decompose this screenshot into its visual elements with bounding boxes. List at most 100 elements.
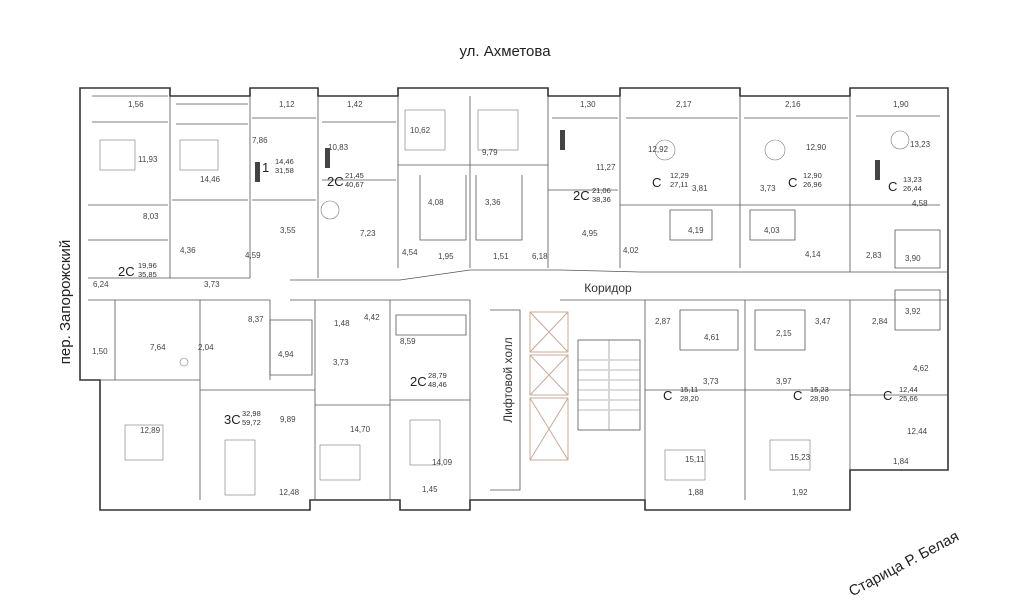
room-area: 4,61 <box>704 333 720 342</box>
room-area: 11,27 <box>596 163 616 172</box>
room-area: 12,90 <box>806 143 827 152</box>
room-area: 3,36 <box>485 198 501 207</box>
svg-text:28,90: 28,90 <box>810 394 829 403</box>
apartment-a3: 2С 21,45 40,67 <box>327 171 364 189</box>
svg-text:27,11: 27,11 <box>670 180 688 189</box>
svg-text:12,90: 12,90 <box>803 171 822 180</box>
room-area: 4,14 <box>805 250 821 259</box>
svg-text:2С: 2С <box>118 264 135 279</box>
room-area: 3,73 <box>703 377 719 386</box>
room-area: 12,92 <box>648 145 669 154</box>
svg-text:3С: 3С <box>224 412 241 427</box>
room-area: 8,03 <box>143 212 159 221</box>
room-area: 15,11 <box>685 455 705 464</box>
apartment-a11: С 15,23 28,90 <box>793 385 829 403</box>
room-area: 1,84 <box>893 457 909 466</box>
room-area: 4,19 <box>688 226 704 235</box>
apartment-a6: С 12,90 26,96 <box>788 171 822 190</box>
apartment-a1: 2С 19,96 35,85 <box>118 261 157 279</box>
furniture <box>99 109 910 496</box>
room-area: 8,37 <box>248 315 264 324</box>
apartment-a7: С 13,23 26,44 <box>888 175 922 194</box>
svg-text:С: С <box>793 388 802 403</box>
room-area: 15,23 <box>790 453 811 462</box>
room-area: 4,95 <box>582 229 598 238</box>
room-area: 4,42 <box>364 313 380 322</box>
street-bottom-right-label: Старица Р. Белая <box>846 528 962 600</box>
svg-text:48,46: 48,46 <box>428 380 447 389</box>
room-area: 7,23 <box>360 229 376 238</box>
room-area: 3,97 <box>776 377 792 386</box>
room-area: 4,03 <box>764 226 780 235</box>
room-area: 1,45 <box>422 485 438 494</box>
svg-text:28,79: 28,79 <box>428 371 447 380</box>
room-area: 10,83 <box>328 143 349 152</box>
svg-text:2С: 2С <box>573 188 590 203</box>
room-area: 1,12 <box>279 100 295 109</box>
room-area: 3,55 <box>280 226 296 235</box>
outer-walls <box>79 87 949 511</box>
street-left-label: пер. Запорожский <box>57 240 74 364</box>
room-area: 4,54 <box>402 248 418 257</box>
apartment-a9: 2С 28,79 48,46 <box>410 371 447 389</box>
room-area: 1,48 <box>334 319 350 328</box>
svg-text:31,58: 31,58 <box>275 166 294 175</box>
street-top-label: ул. Ахметова <box>459 43 551 60</box>
room-area: 13,23 <box>910 140 931 149</box>
svg-text:12,29: 12,29 <box>670 171 689 180</box>
room-area-labels: 1,56 1,12 1,42 1,30 2,17 2,16 1,90 7,86 … <box>92 100 931 497</box>
room-area: 2,15 <box>776 329 792 338</box>
svg-text:14,46: 14,46 <box>275 157 294 166</box>
room-area: 2,84 <box>872 317 888 326</box>
room-area: 1,51 <box>493 252 509 261</box>
svg-text:32,98: 32,98 <box>242 409 261 418</box>
svg-text:59,72: 59,72 <box>242 418 261 427</box>
room-area: 4,08 <box>428 198 444 207</box>
room-area: 11,93 <box>138 155 158 164</box>
room-area: 1,42 <box>347 100 363 109</box>
svg-text:38,36: 38,36 <box>592 195 611 204</box>
svg-text:19,96: 19,96 <box>138 261 157 270</box>
room-area: 9,79 <box>482 148 498 157</box>
room-area: 3,73 <box>204 280 220 289</box>
room-area: 4,94 <box>278 350 294 359</box>
svg-text:25,66: 25,66 <box>899 394 918 403</box>
svg-text:С: С <box>788 175 797 190</box>
room-area: 2,87 <box>655 317 671 326</box>
svg-text:35,85: 35,85 <box>138 270 157 279</box>
lift-hall-label: Лифтовой холл <box>501 337 515 422</box>
lift-shaft-1 <box>529 311 569 353</box>
room-area: 10,62 <box>410 126 431 135</box>
room-area: 4,62 <box>913 364 929 373</box>
svg-text:21,45: 21,45 <box>345 171 364 180</box>
room-area: 8,59 <box>400 337 416 346</box>
room-area: 9,89 <box>280 415 296 424</box>
svg-text:15,11: 15,11 <box>680 385 698 394</box>
room-area: 3,73 <box>333 358 349 367</box>
room-area: 3,73 <box>760 184 776 193</box>
room-area: 7,86 <box>252 136 268 145</box>
room-area: 3,47 <box>815 317 831 326</box>
room-area: 4,02 <box>623 246 639 255</box>
room-area: 7,64 <box>150 343 166 352</box>
room-area: 1,30 <box>580 100 596 109</box>
svg-text:40,67: 40,67 <box>345 180 364 189</box>
bottom-partitions <box>100 300 948 500</box>
svg-text:12,44: 12,44 <box>899 385 918 394</box>
room-area: 12,44 <box>907 427 928 436</box>
room-area: 2,04 <box>198 343 214 352</box>
room-area: 2,17 <box>676 100 692 109</box>
apartment-a5: С 12,29 27,11 <box>652 171 689 190</box>
room-area: 1,92 <box>792 488 808 497</box>
room-area: 3,92 <box>905 307 921 316</box>
svg-text:21,06: 21,06 <box>592 186 611 195</box>
room-area: 1,90 <box>893 100 909 109</box>
room-area: 3,90 <box>905 254 921 263</box>
svg-text:С: С <box>663 388 672 403</box>
room-area: 4,36 <box>180 246 196 255</box>
room-area: 1,95 <box>438 252 454 261</box>
room-area: 3,81 <box>692 184 708 193</box>
svg-text:26,96: 26,96 <box>803 180 822 189</box>
svg-text:2С: 2С <box>410 374 427 389</box>
